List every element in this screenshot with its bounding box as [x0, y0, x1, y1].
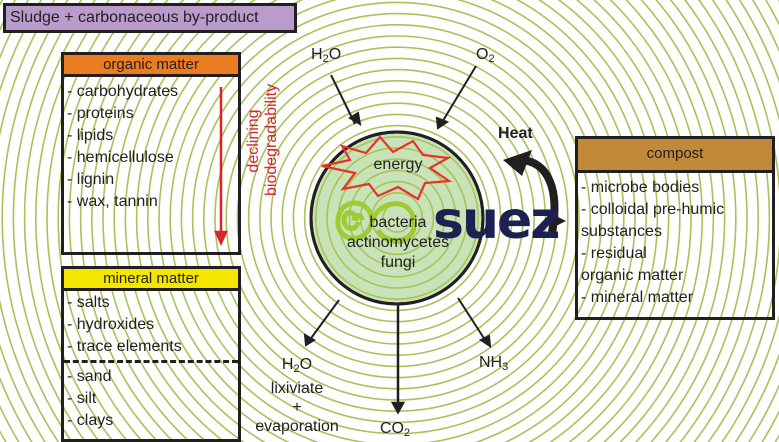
- list-item: - silt: [67, 390, 97, 407]
- list-item: - carbohydrates: [67, 83, 179, 100]
- list-item: - proteins: [67, 105, 134, 122]
- organic-matter-list: - carbohydrates - proteins - lipids - he…: [67, 81, 235, 213]
- suez-logo-swirl-icon: [335, 200, 417, 243]
- mineral-matter-header: mineral matter: [64, 269, 238, 291]
- list-item: - lignin: [67, 171, 115, 188]
- list-item: organic matter: [581, 267, 684, 284]
- nh3-output-label: NH3: [479, 354, 509, 373]
- list-item: - colloidal pre-humic: [581, 201, 725, 218]
- list-item: - salts: [67, 294, 110, 311]
- suez-logo-wordmark: suez: [433, 191, 561, 251]
- list-item: substances: [581, 223, 662, 240]
- co2-output-arrow: [390, 304, 406, 415]
- water-output-arrow: [303, 299, 340, 347]
- organic-matter-header: organic matter: [64, 55, 238, 77]
- list-item: - sand: [67, 368, 112, 385]
- heat-label: Heat: [498, 125, 533, 142]
- list-item: - trace elements: [67, 338, 182, 355]
- list-item: - hemicellulose: [67, 149, 174, 166]
- mineral-matter-box: mineral matter - salts - hydroxides - tr…: [61, 266, 241, 442]
- water-output-label: H2O lixiviate + evaporation: [255, 356, 339, 435]
- oxygen-input-label: O2: [476, 46, 495, 65]
- list-item: - wax, tannin: [67, 193, 158, 210]
- list-item: - lipids: [67, 127, 114, 144]
- declining-biodegradability-arrow: [214, 87, 228, 247]
- water-input-label: H2O: [311, 46, 342, 65]
- list-item: - microbe bodies: [581, 179, 700, 196]
- compost-output-arrow: [552, 214, 566, 228]
- dashed-divider: [64, 360, 238, 363]
- energy-burst-icon: [321, 135, 453, 201]
- declining-biodegradability-label: declining biodegradability: [245, 83, 280, 196]
- organic-matter-box: organic matter - carbohydrates - protein…: [61, 52, 241, 255]
- list-item: - mineral matter: [581, 289, 694, 306]
- oxygen-input-arrow: [435, 65, 477, 130]
- organisms-label: bacteria actinomycetes fungi: [346, 214, 450, 271]
- water-input-arrow: [330, 74, 362, 126]
- list-item: - residual: [581, 245, 647, 262]
- co2-output-label: CO2: [380, 420, 411, 439]
- energy-label: energy: [373, 156, 423, 173]
- list-item: - hydroxides: [67, 316, 155, 333]
- compost-header: compost: [578, 139, 772, 173]
- diagram-title: Sludge + carbonaceous by-product: [3, 3, 297, 33]
- nh3-output-arrow: [457, 297, 492, 349]
- list-item: - clays: [67, 412, 114, 429]
- compost-box: compost - microbe bodies - colloidal pre…: [575, 136, 775, 320]
